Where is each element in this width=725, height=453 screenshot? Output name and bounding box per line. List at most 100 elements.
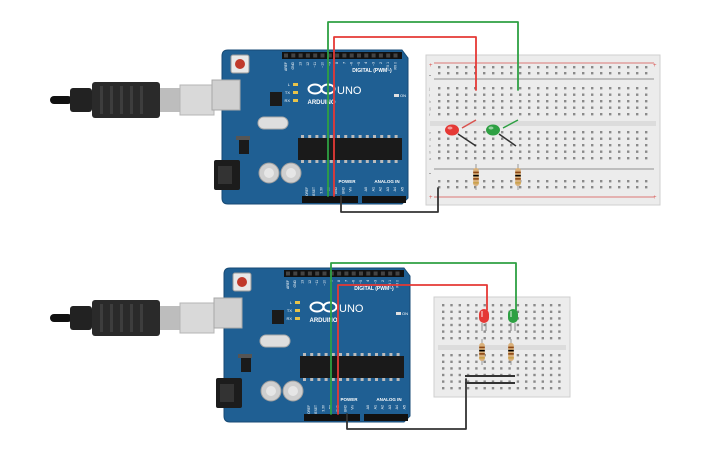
terminal-hole xyxy=(466,323,470,327)
terminal-hole xyxy=(558,367,561,370)
terminal-hole xyxy=(636,100,639,103)
terminal-hole xyxy=(442,317,445,320)
terminal-hole xyxy=(466,360,470,363)
terminal-hole xyxy=(501,93,504,96)
terminal-hole xyxy=(528,137,531,140)
chip-leg xyxy=(373,135,376,138)
terminal-hole xyxy=(546,93,549,96)
terminal-hole xyxy=(492,87,495,90)
led-body xyxy=(486,124,500,136)
terminal-hole xyxy=(483,323,486,327)
terminal-hole xyxy=(500,380,503,383)
terminal-hole xyxy=(492,144,495,147)
chip-leg xyxy=(331,353,335,356)
terminal-hole xyxy=(645,157,648,160)
terminal-hole xyxy=(609,100,612,103)
terminal-hole xyxy=(591,131,594,134)
terminal-hole xyxy=(609,113,612,116)
rail-hole xyxy=(456,66,459,69)
rail-hole xyxy=(465,66,468,69)
terminal-hole xyxy=(541,323,544,327)
rail-hole xyxy=(438,186,441,189)
power-pin-label: RESET xyxy=(312,187,316,198)
terminal-hole xyxy=(475,310,478,313)
wire-black xyxy=(346,378,467,430)
chip-leg xyxy=(339,353,342,356)
terminal-hole xyxy=(442,330,445,333)
terminal-hole xyxy=(525,323,528,327)
terminal-hole xyxy=(549,304,553,307)
header-pin-hole xyxy=(351,271,356,276)
terminal-hole xyxy=(555,157,558,160)
rail-hole xyxy=(618,180,621,183)
terminal-hole xyxy=(519,87,522,90)
terminal-hole xyxy=(609,137,612,140)
terminal-hole xyxy=(582,87,585,90)
regulator-chip xyxy=(239,140,249,154)
rail-hole xyxy=(600,186,603,189)
terminal-hole xyxy=(546,87,549,90)
terminal-hole xyxy=(528,113,531,116)
resistor-band xyxy=(479,357,485,359)
chip-leg xyxy=(375,353,378,356)
terminal-hole xyxy=(541,337,544,340)
analog-pin-label: A0 xyxy=(364,187,368,191)
usb-plug-ridge xyxy=(100,86,103,114)
terminal-hole xyxy=(475,367,478,370)
terminal-hole xyxy=(525,337,528,340)
rail-hole xyxy=(465,186,468,189)
terminal-hole xyxy=(475,337,478,340)
chip-leg xyxy=(396,378,400,381)
terminal-hole xyxy=(627,150,630,153)
terminal-hole xyxy=(483,157,486,160)
terminal-hole xyxy=(546,131,549,134)
terminal-hole xyxy=(525,304,528,307)
terminal-hole xyxy=(582,113,585,116)
status-led xyxy=(295,301,300,304)
terminal-hole xyxy=(541,387,544,390)
terminal-hole xyxy=(447,137,450,140)
terminal-hole xyxy=(600,157,603,160)
terminal-hole xyxy=(555,93,558,96)
terminal-hole xyxy=(549,323,553,327)
terminal-hole xyxy=(508,387,511,390)
crystal xyxy=(257,116,289,130)
usb-plug-ridge xyxy=(120,86,123,114)
terminal-hole xyxy=(558,310,561,313)
terminal-hole xyxy=(636,93,639,96)
terminal-hole xyxy=(582,137,585,140)
terminal-hole xyxy=(483,93,486,96)
digital-pin-label: ~11 xyxy=(315,280,319,286)
rail-hole xyxy=(519,66,522,69)
terminal-hole xyxy=(516,373,520,377)
terminal-hole xyxy=(519,106,522,109)
digital-pin-label: 8 xyxy=(337,280,341,282)
header-pin-hole xyxy=(286,271,290,276)
terminal-hole xyxy=(564,150,567,153)
wire-red xyxy=(333,36,477,197)
header-pin-hole xyxy=(349,53,354,58)
terminal-hole xyxy=(609,150,612,153)
terminal-hole xyxy=(510,113,513,116)
status-led-label: RX xyxy=(286,316,292,321)
resistor-band xyxy=(479,349,485,352)
terminal-hole xyxy=(564,106,567,109)
terminal-hole xyxy=(564,137,567,140)
terminal-hole xyxy=(450,317,453,320)
terminal-hole xyxy=(516,337,520,340)
terminal-hole xyxy=(510,144,513,147)
led-leg xyxy=(461,119,477,129)
usb-plug-ridge xyxy=(130,304,133,332)
status-led xyxy=(293,83,298,86)
chip-leg xyxy=(394,160,398,163)
wire-green xyxy=(327,21,519,197)
terminal-hole xyxy=(501,137,504,140)
usb-plug-ridge xyxy=(100,304,103,332)
row-letter: a xyxy=(429,156,432,161)
terminal-hole xyxy=(475,387,478,390)
terminal-hole xyxy=(447,100,450,103)
power-pin-label: GND xyxy=(341,186,345,194)
analog-pin-label: A4 xyxy=(395,405,399,409)
rail-hole xyxy=(438,180,441,183)
